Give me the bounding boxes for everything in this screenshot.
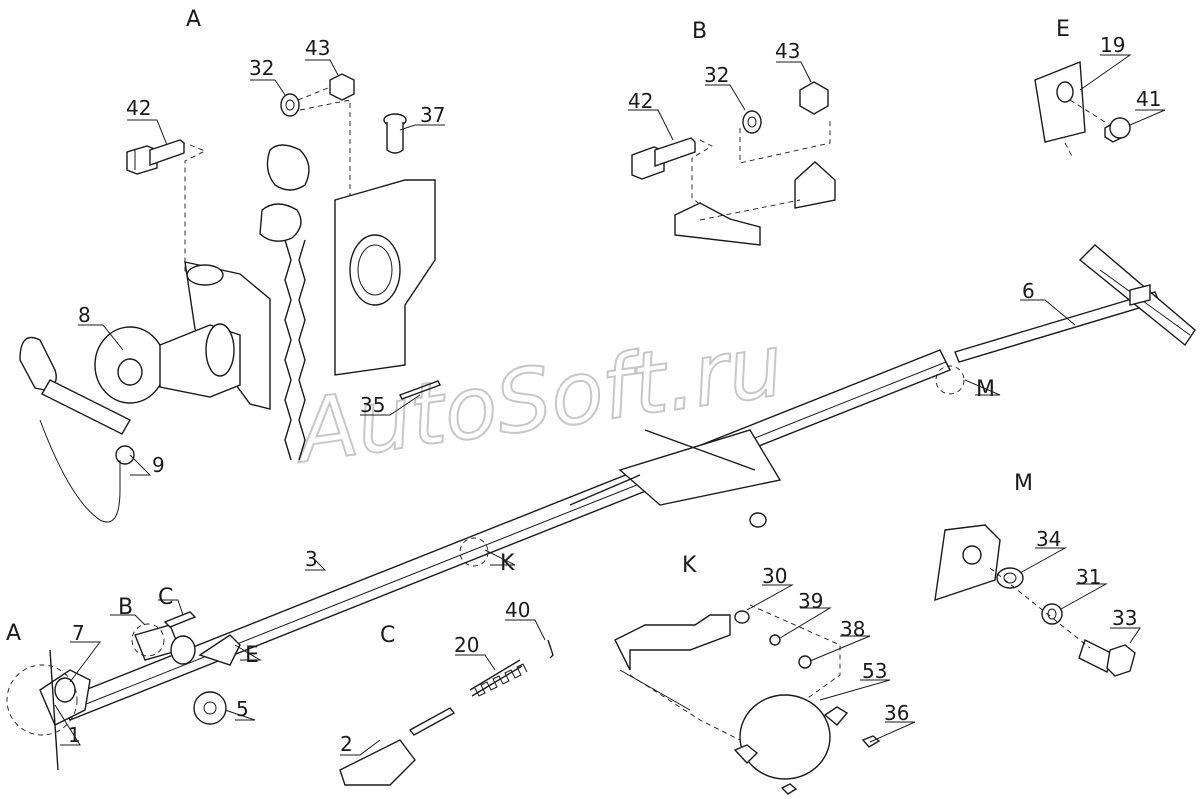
t-bar-6	[954, 244, 1196, 363]
view-label-k: K	[682, 553, 697, 578]
view-e-group	[1034, 60, 1131, 159]
towing-eye-8	[94, 323, 241, 404]
part-number-30: 30	[762, 564, 787, 588]
leader-lines	[54, 54, 1166, 756]
bracket-b-left	[674, 202, 761, 246]
part-number-19: 19	[1100, 33, 1125, 57]
part-number-31: 31	[1076, 565, 1101, 589]
part-number-39: 39	[798, 589, 823, 613]
callout-a: A	[6, 621, 21, 646]
part-number-43a: 43	[305, 36, 330, 60]
washer-34	[996, 567, 1024, 589]
main-drawbar-3	[6, 349, 965, 771]
view-label-m: M	[1014, 471, 1033, 496]
nut-30	[734, 610, 750, 624]
callout-c: C	[158, 585, 173, 610]
spring-20	[469, 659, 523, 697]
callout-b: B	[118, 595, 133, 620]
view-label-b: B	[692, 19, 707, 44]
washer-32-b	[742, 110, 762, 134]
part-number-34: 34	[1036, 527, 1061, 551]
part-number-38: 38	[840, 617, 865, 641]
pin-37	[383, 113, 407, 154]
part-number-53: 53	[862, 659, 887, 683]
part-number-2: 2	[340, 732, 353, 756]
chain-1	[49, 649, 59, 771]
hole-19	[1056, 81, 1074, 103]
spring-40	[547, 639, 554, 659]
view-label-e: E	[1056, 17, 1070, 42]
callout-k: K	[500, 551, 515, 576]
plate-e	[1034, 60, 1086, 143]
callout-m: M	[976, 377, 995, 402]
part-number-1: 1	[68, 723, 81, 747]
view-label-c: C	[380, 623, 395, 648]
split-pin-35	[399, 380, 441, 400]
part-number-6: 6	[1022, 279, 1035, 303]
part-number-32a: 32	[249, 56, 274, 80]
fitting-e	[198, 634, 241, 666]
bolt-33	[1078, 639, 1114, 673]
view-m-group	[934, 524, 1136, 677]
part-number-37: 37	[420, 103, 445, 127]
part-number-41: 41	[1136, 87, 1161, 111]
safety-chain	[259, 144, 310, 461]
lock-ring-9	[115, 445, 135, 465]
view-a-group	[19, 73, 441, 523]
cross-brace	[618, 429, 782, 506]
view-k-group	[614, 604, 881, 795]
bracket-k	[614, 614, 731, 671]
view-c-group	[339, 639, 554, 786]
nut-43-b	[799, 81, 829, 115]
part-number-20: 20	[454, 633, 479, 657]
part-number-3: 3	[305, 547, 318, 571]
washer-39	[769, 634, 781, 646]
part-number-42b: 42	[628, 89, 653, 113]
fitting-c	[170, 635, 196, 665]
part-number-33: 33	[1112, 606, 1137, 630]
part-number-7: 7	[72, 621, 85, 645]
part-number-43b: 43	[775, 39, 800, 63]
part-number-40: 40	[505, 598, 530, 622]
washer-38	[798, 655, 812, 669]
part-number-5: 5	[236, 697, 249, 721]
reflector-53	[739, 694, 831, 780]
bracket-b-right	[794, 161, 836, 209]
hook-5	[193, 691, 227, 725]
part-number-42a: 42	[126, 96, 151, 120]
callout-e: E	[245, 643, 259, 668]
lock-washer-31	[1041, 603, 1063, 625]
view-b-group	[631, 81, 836, 246]
handle-2	[339, 739, 416, 786]
part-number-32b: 32	[704, 63, 729, 87]
washer-32-a	[280, 93, 300, 117]
part-number-36: 36	[884, 701, 909, 725]
part-number-9: 9	[152, 453, 165, 477]
hitch-pin-handle	[19, 336, 135, 523]
view-label-a: A	[186, 7, 201, 32]
part-number-35: 35	[360, 393, 385, 417]
part-number-8: 8	[78, 303, 91, 327]
nut-43-a	[329, 73, 355, 101]
bolt-42-a	[126, 139, 185, 175]
